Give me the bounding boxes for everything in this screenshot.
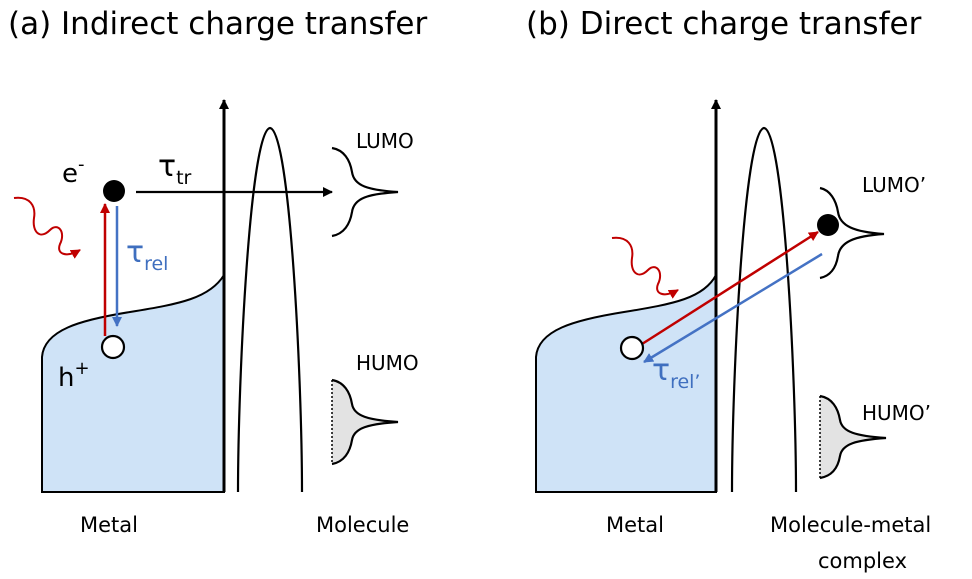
electron-label: e- (62, 154, 85, 189)
humo-label-b: HUMO’ (862, 401, 931, 425)
molecule-label: Molecule (316, 513, 409, 537)
metal-label-b: Metal (606, 513, 664, 537)
photon-icon-a (13, 196, 81, 259)
humo-state-b (820, 396, 886, 478)
metal-band-b (535, 274, 717, 493)
lumo-label-a: LUMO (356, 129, 414, 153)
metal-band-a (41, 271, 225, 493)
electron-dot-b (817, 214, 839, 236)
lumo-state-a (331, 146, 399, 238)
tau-rel-label-a: τrel (126, 235, 168, 275)
panel-b-title: (b) Direct charge transfer (526, 6, 922, 42)
tunnel-barrier-b (730, 126, 798, 493)
tau-tr-label: τtr (158, 149, 192, 189)
relaxation-arrow-b (643, 252, 823, 364)
panel-a: (a) Indirect charge transfer LUMO HUMO e… (8, 6, 427, 537)
photon-icon-b (611, 236, 679, 299)
metal-label-a: Metal (80, 513, 138, 537)
hole-circle-a (100, 334, 126, 360)
complex-label-line1: Molecule-metal (770, 513, 931, 537)
tunnel-barrier-a (236, 126, 304, 493)
hole-label: h+ (58, 358, 90, 393)
panel-a-title: (a) Indirect charge transfer (8, 6, 427, 42)
excitation-arrow-b (641, 230, 819, 346)
complex-label-line2: complex (818, 549, 907, 573)
electron-dot-a (103, 180, 125, 202)
humo-state-a (332, 380, 398, 464)
lumo-label-b: LUMO’ (862, 173, 926, 197)
lumo-state-b (819, 186, 885, 280)
hole-circle-b (619, 335, 645, 361)
panel-b: (b) Direct charge transfer LUMO’ HUMO’ τ… (526, 6, 931, 573)
humo-label-a: HUMO (356, 351, 419, 375)
tau-rel-label-b: τrel’ (652, 353, 700, 393)
